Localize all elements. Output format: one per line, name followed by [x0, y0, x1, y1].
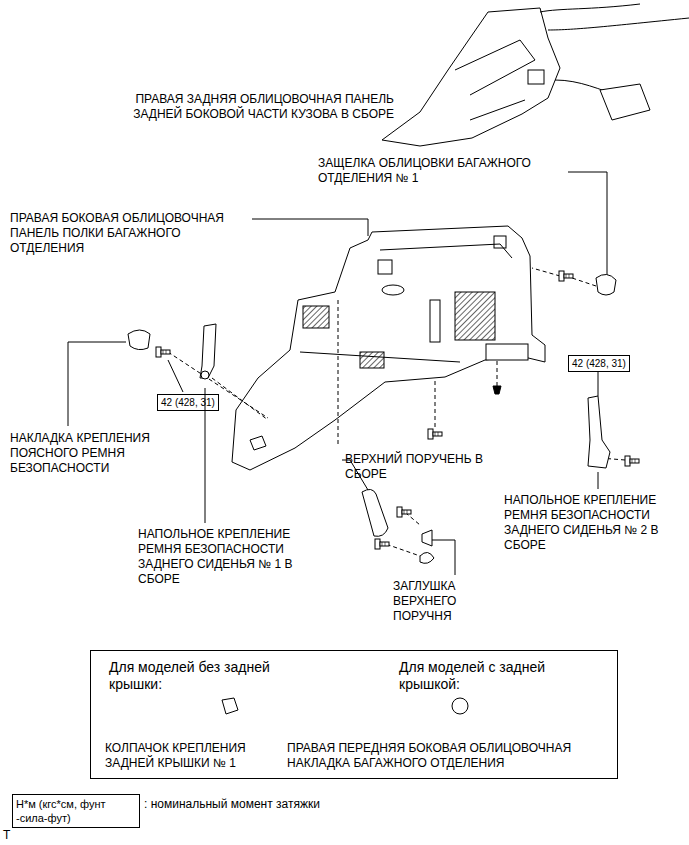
torque-value: 42 (428, 31)	[161, 396, 215, 409]
torque-value: 42 (428, 31)	[572, 357, 626, 370]
legend-box: Н*м (кгс*см, фунт -сила-фут): номинальны…	[12, 794, 140, 828]
part-label: ПРАВАЯ ЗАДНЯЯ ОБЛИЦОВОЧНАЯ ПАНЕЛЬ ЗАДНЕЙ…	[88, 92, 394, 122]
torque-box: 42 (428, 31)	[157, 394, 219, 411]
parts	[128, 271, 639, 714]
part-label: ПРАВАЯ БОКОВАЯ ОБЛИЦОВОЧНАЯ ПАНЕЛЬ ПОЛКИ…	[10, 211, 250, 256]
part-label: ЗАГЛУШКА ВЕРХНЕГО ПОРУЧНЯ	[393, 579, 503, 624]
part-label: НАПОЛЬНОЕ КРЕПЛЕНИЕ РЕМНЯ БЕЗОПАСНОСТИ З…	[138, 527, 313, 587]
part-label: ЗАЩЕЛКА ОБЛИЦОВКИ БАГАЖНОГО ОТДЕЛЕНИЯ № …	[318, 156, 568, 186]
legend-text: : номинальный момент затяжки	[144, 797, 320, 811]
unit-symbol: Н*м (кгс*см, фунт -сила-фут)	[16, 797, 136, 825]
part-label: ПРАВАЯ ПЕРЕДНЯЯ БОКОВАЯ ОБЛИЦОВОЧНАЯ НАК…	[287, 741, 612, 771]
part-label: ВЕРХНИЙ ПОРУЧЕНЬ В СБОРЕ	[345, 452, 490, 482]
figure-code: T	[3, 828, 23, 843]
part-label: НАПОЛЬНОЕ КРЕПЛЕНИЕ РЕМНЯ БЕЗОПАСНОСТИ З…	[504, 493, 674, 553]
note-box: Для моделей без задней крышки: Для моделе…	[90, 650, 618, 779]
part-label: КОЛПАЧОК КРЕПЛЕНИЯ ЗАДНЕЙ КРЫШКИ № 1	[105, 741, 275, 771]
note-heading: Для моделей без задней крышки:	[109, 659, 309, 693]
note-heading: Для моделей с задней крышкой:	[399, 659, 599, 693]
side-panel	[232, 226, 545, 470]
part-label: НАКЛАДКА КРЕПЛЕНИЯ ПОЯСНОГО РЕМНЯ БЕЗОПА…	[10, 431, 180, 476]
upper-panel	[382, 4, 689, 146]
torque-box: 42 (428, 31)	[568, 355, 630, 372]
